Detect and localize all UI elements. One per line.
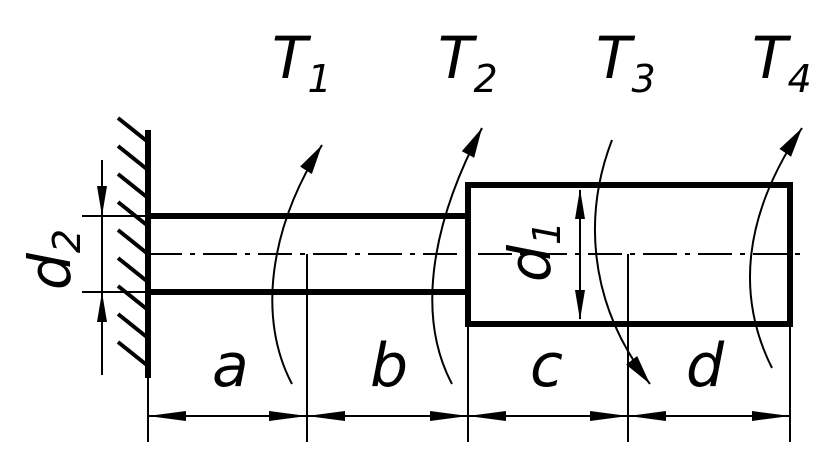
diameter-d2-dimension (97, 160, 107, 375)
torque-label-t4: T4 (752, 24, 812, 101)
torque-arrow-t4 (748, 127, 803, 369)
extension-lines (82, 215, 791, 442)
diameter-label-d2: d2 (16, 229, 89, 290)
torque-arrow-t2 (431, 127, 483, 385)
diameter-label-d1: d1 (496, 221, 569, 282)
torque-label-t1: T1 (272, 24, 332, 101)
torque-arrow-t3 (594, 139, 651, 385)
fixed-support (116, 116, 151, 378)
segment-label-d: d (686, 331, 725, 401)
diameter-d1-dimension (575, 189, 585, 320)
torque-arrow-t1 (271, 144, 323, 385)
segment-label-b: b (370, 331, 408, 401)
torque-label-t3: T3 (596, 24, 656, 101)
torque-label-t2: T2 (438, 24, 498, 101)
segment-label-a: a (212, 331, 249, 401)
segment-label-c: c (530, 331, 563, 401)
length-dimension-line (148, 411, 790, 421)
